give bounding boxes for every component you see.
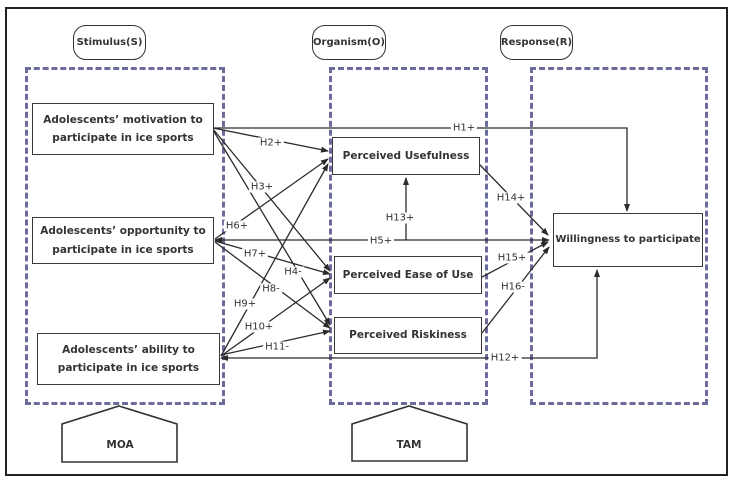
hypothesis-label-h11: H11- [263, 341, 291, 353]
stimulus-column-label: Stimulus(S) [76, 37, 143, 48]
tam-label: TAM [396, 439, 422, 451]
arrow-h7 [214, 240, 331, 275]
arrow-h3 [212, 128, 331, 272]
organism-region-box [329, 67, 488, 405]
hypothesis-label-h10: H10+ [242, 321, 276, 333]
arrow-h1 [213, 127, 630, 212]
hypothesis-label-h9: H9+ [231, 298, 259, 310]
hypothesis-label-h3: H3+ [248, 181, 276, 193]
response-column-header: Response(R) [500, 25, 573, 60]
arrow-h12 [220, 269, 600, 361]
stimulus-column-header: Stimulus(S) [73, 25, 146, 60]
box-motivation-line1: Adolescents’ motivation to [43, 113, 203, 126]
box-opportunity: Adolescents’ opportunity to participate … [32, 217, 214, 264]
tam-pentagon [351, 405, 468, 462]
box-perceived-ease-of-use-label: Perceived Ease of Use [342, 268, 474, 281]
box-ability-line2: participate in ice sports [57, 362, 200, 374]
box-willingness: Willingness to participate [553, 213, 703, 267]
box-perceived-usefulness-label: Perceived Usefulness [342, 149, 470, 162]
hypothesis-label-h6: H6+ [223, 220, 251, 232]
box-perceived-riskiness: Perceived Riskiness [334, 317, 482, 354]
hypothesis-label-h7: H7+ [241, 248, 269, 260]
hypothesis-label-h1: H1+ [450, 122, 478, 134]
box-opportunity-line1: Adolescents’ opportunity to [40, 225, 206, 238]
hypothesis-label-h5: H5+ [367, 235, 395, 247]
response-column-label: Response(R) [500, 37, 573, 48]
response-region-box [530, 67, 708, 405]
hypothesis-label-h15: H15+ [495, 252, 529, 264]
hypothesis-label-h16: H16- [499, 281, 527, 293]
box-motivation: Adolescents’ motivation to participate i… [32, 103, 214, 155]
hypothesis-label-h4: H4- [282, 266, 304, 278]
moa-pentagon [61, 405, 178, 463]
stimulus-region-box [25, 67, 225, 405]
hypothesis-label-h14: H14+ [494, 192, 528, 204]
hypothesis-label-h2: H2+ [257, 137, 285, 149]
box-ability-line1: Adolescents’ ability to [62, 343, 195, 356]
box-ability: Adolescents’ ability to participate in i… [37, 333, 220, 385]
hypothesis-label-h13: H13+ [383, 212, 417, 224]
organism-column-header: Organism(O) [312, 25, 386, 60]
box-perceived-riskiness-label: Perceived Riskiness [349, 329, 467, 342]
box-willingness-label: Willingness to participate [555, 234, 701, 246]
hypothesis-label-h12: H12+ [488, 352, 522, 364]
organism-column-label: Organism(O) [313, 37, 385, 48]
box-motivation-line2: participate in ice sports [52, 132, 194, 144]
outer-frame [5, 7, 728, 476]
box-perceived-usefulness: Perceived Usefulness [332, 137, 480, 175]
moa-label: MOA [106, 439, 134, 451]
box-perceived-ease-of-use: Perceived Ease of Use [334, 256, 482, 294]
hypothesis-label-h8: H8- [260, 283, 282, 295]
box-opportunity-line2: participate in ice sports [52, 243, 194, 256]
